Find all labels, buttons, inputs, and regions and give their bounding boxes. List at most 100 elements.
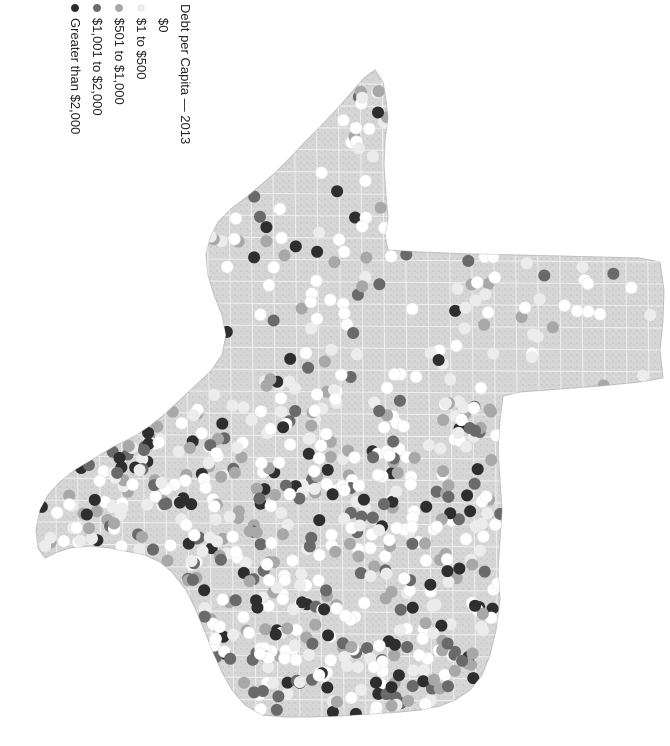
legend-item-over-2000: Greater than $2,000 [64,4,86,244]
map-dot [284,352,297,365]
map-dot [469,294,482,307]
map-dot [347,327,360,339]
map-dot [198,602,211,614]
map-dot [254,456,268,470]
map-dot [319,427,333,441]
map-dot [185,555,198,567]
map-dot [113,451,126,464]
map-dot [373,278,386,291]
map-dot [352,142,365,155]
map-dot [133,464,146,476]
map-dot [321,681,334,694]
map-dot [494,507,507,520]
map-dot [114,508,127,521]
map-dot [313,226,326,239]
map-dot [254,538,267,551]
map-dot [359,174,372,188]
debt-dots-layer [36,85,657,717]
map-dot [422,439,435,451]
map-dot [313,548,326,562]
map-dot [262,573,276,587]
map-dot [405,302,419,316]
map-dot [63,489,76,502]
map-dot [352,661,365,674]
map-dot [477,530,490,543]
map-dot [441,565,454,578]
map-dot [520,257,533,270]
legend-swatch-1-500 [137,4,145,12]
map-dot [488,518,502,532]
map-dot [320,477,334,491]
map-dot [195,426,208,440]
map-dot [164,539,177,552]
map-dot [367,451,380,464]
map-dot [83,522,95,535]
map-dot [283,487,297,501]
map-dot [209,632,222,646]
map-dot [394,624,406,637]
map-dot [412,648,426,662]
map-dot [515,311,528,323]
map-dot [307,464,321,478]
map-dot [372,106,384,119]
map-dot [449,304,462,317]
map-dot [459,532,473,546]
map-dot [361,642,374,655]
map-dot [362,122,376,136]
map-dot [476,607,489,620]
map-dot [372,85,385,98]
map-dot [229,594,242,607]
map-dot [325,343,338,356]
map-dot [254,210,266,223]
map-dot [173,496,186,509]
map-dot [430,485,443,498]
map-dot [302,432,315,445]
map-dot [248,686,261,699]
map-dot [644,309,657,321]
map-dot [357,493,370,506]
map-dot [570,304,584,318]
map-dot [331,185,344,198]
map-dot [166,405,179,418]
map-dot [264,499,278,513]
map-dot [203,531,216,544]
map-dot [349,211,362,224]
map-dot [366,511,379,524]
map-dot [426,600,439,612]
map-dot [435,619,448,632]
map-dot [382,449,396,462]
map-dot [229,212,243,225]
map-dot [267,260,281,274]
map-dot [359,270,372,283]
map-dot [238,676,250,689]
map-dot [345,641,358,653]
map-dot [223,510,236,523]
map-dot [418,664,431,677]
map-dot [318,355,331,368]
map-dot [390,485,403,498]
map-dot [187,528,201,542]
map-dot [581,277,595,290]
map-dot [489,428,503,442]
map-dot [546,321,559,334]
map-dot [312,451,326,465]
map-dot [208,500,221,513]
map-dot [324,653,338,667]
map-dot [209,513,222,526]
map-dot [237,401,250,414]
map-dot [478,565,491,578]
map-dot [302,361,315,374]
map-dot [406,601,419,614]
map-dot [278,573,292,587]
map-dot [353,519,366,532]
map-dot [281,687,294,700]
map-dot [338,609,352,623]
map-dot [581,305,595,318]
map-dot [417,675,430,688]
legend-label-over-2000: Greater than $2,000 [68,18,83,135]
map-dot [393,394,406,407]
map-dot [270,703,283,716]
map-dot [293,492,306,505]
map-dot [283,438,297,451]
